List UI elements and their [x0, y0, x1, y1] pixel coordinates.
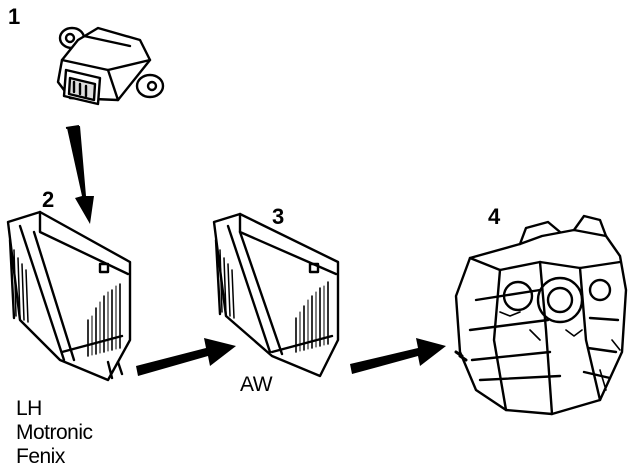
step-number-1: 1 — [8, 4, 21, 29]
step-number-2: 2 — [42, 187, 55, 212]
ecm-label-line-1: LH — [16, 397, 42, 420]
step-number-3: 3 — [272, 204, 285, 229]
ecm-label-line-2: Motronic — [16, 421, 93, 444]
arrow-ecm-to-tcm — [136, 338, 236, 376]
engine-control-module-icon — [6, 210, 132, 382]
throttle-position-sensor-icon — [56, 26, 165, 106]
transmission-control-module-icon — [212, 212, 340, 378]
tcm-label: AW — [240, 373, 273, 396]
arrow-tcm-to-transmission — [350, 338, 446, 374]
step-number-4: 4 — [488, 204, 501, 229]
arrow-sensor-to-ecm — [65, 125, 94, 224]
ecm-label-line-3: Fenix — [16, 445, 65, 468]
automatic-transmission-icon — [454, 214, 628, 416]
